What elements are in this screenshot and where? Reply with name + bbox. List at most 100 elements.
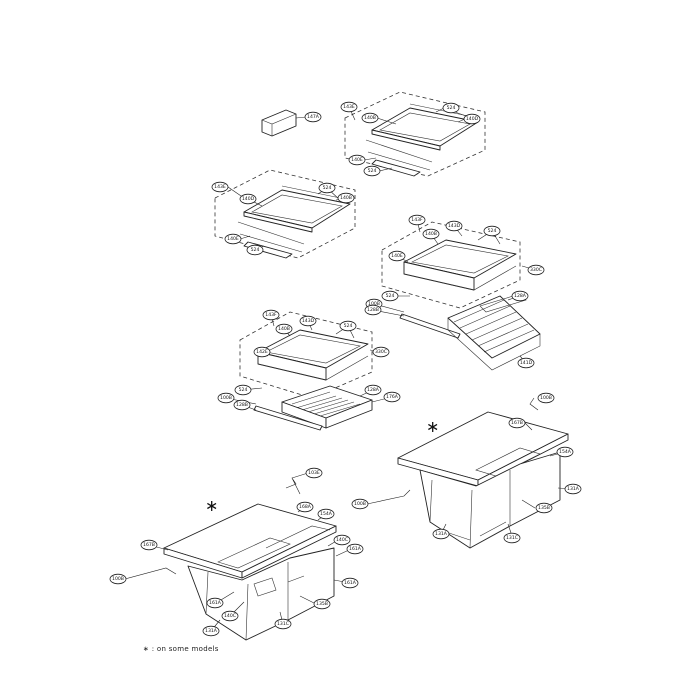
crisper-assembly-right: [397, 411, 569, 549]
part-callout: 524: [234, 384, 252, 396]
part-number-label: 154A: [559, 449, 572, 455]
part-number-label: 140B: [425, 231, 437, 237]
part-callout: 524: [442, 102, 460, 114]
part-callout: 103E: [305, 467, 323, 479]
part-number-label: 330C: [530, 267, 542, 273]
shelf-assembly-top: [344, 91, 486, 177]
part-callout: 140B: [275, 323, 293, 335]
part-callout: 143F: [262, 309, 280, 321]
part-number-label: 140D: [242, 196, 255, 202]
part-callout: 135B: [535, 502, 553, 514]
part-number-label: 161A: [344, 580, 357, 586]
part-number-label: 524: [488, 228, 497, 234]
part-number-label: 100B: [112, 576, 124, 582]
part-number-label: 135B: [316, 601, 328, 607]
part-number-label: 128A: [514, 293, 527, 299]
part-callout: 100B: [351, 498, 369, 510]
part-number-label: 524: [386, 293, 395, 299]
part-callout: 330C: [372, 346, 390, 358]
part-number-label: 128B: [236, 402, 248, 408]
part-number-label: 524: [447, 105, 456, 111]
part-callout: 524: [381, 290, 399, 302]
part-callout: 168A: [296, 501, 314, 513]
part-callout: 140D: [463, 113, 481, 125]
footnote: ∗ : on some models: [143, 645, 219, 653]
part-callout: 140E: [388, 250, 406, 262]
asterisk-left: ∗: [205, 496, 218, 515]
part-callout: 143D: [445, 220, 463, 232]
part-callout: 524: [318, 182, 336, 194]
part-callout: 142E: [253, 346, 271, 358]
part-number-label: 131A: [435, 531, 448, 537]
shelf-assembly-upper-left: [214, 169, 356, 259]
part-number-label: 128B: [367, 307, 379, 313]
part-number-label: 140C: [336, 537, 348, 543]
part-callout: 330C: [527, 264, 545, 276]
egg-bin-part: [261, 109, 297, 137]
part-number-label: 131C: [506, 535, 518, 541]
part-callout: 140B: [422, 228, 440, 240]
part-callout: 154A: [317, 508, 335, 520]
part-callout: 140E: [224, 233, 242, 245]
part-callout: 143E: [211, 181, 229, 193]
part-callout: 131A: [564, 483, 582, 495]
shelf-assembly-right-with-basket: [381, 221, 541, 371]
part-number-label: 161A: [349, 546, 362, 552]
part-number-label: 140B: [364, 115, 376, 121]
part-number-label: 100B: [220, 395, 232, 401]
part-callout: 140C: [333, 534, 351, 546]
part-number-label: 140C: [224, 613, 236, 619]
part-number-label: 131A: [205, 628, 218, 634]
part-number-label: 141D: [520, 360, 533, 366]
part-number-label: 330C: [375, 349, 387, 355]
part-number-label: 176A: [386, 394, 399, 400]
part-callout: 140C: [221, 610, 239, 622]
part-callout: 100B: [109, 573, 127, 585]
part-callout: 131C: [503, 532, 521, 544]
part-number-label: 140E: [351, 157, 363, 163]
part-number-label: 140B: [340, 195, 352, 201]
part-callout: 524: [363, 165, 381, 177]
part-number-label: 103E: [308, 470, 320, 476]
part-number-label: 154A: [320, 511, 333, 517]
part-callout: 140B: [361, 112, 379, 124]
part-callout: 524: [246, 244, 264, 256]
part-callout: 141D: [517, 357, 535, 369]
part-number-label: 143D: [448, 223, 461, 229]
part-number-label: 524: [344, 323, 353, 329]
part-callout: 128B: [364, 304, 382, 316]
part-number-label: 100B: [354, 501, 366, 507]
part-number-label: 140E: [227, 236, 239, 242]
part-callout: 154A: [556, 446, 574, 458]
part-number-label: 100B: [368, 301, 380, 307]
part-number-label: 143F: [265, 312, 277, 318]
crisper-assembly-left: [163, 503, 337, 641]
part-number-label: 131C: [277, 621, 289, 627]
part-callout: 161A: [346, 543, 364, 555]
shelf-assembly-left-with-drawer: [239, 311, 373, 431]
part-number-label: 131A: [567, 486, 580, 492]
part-callout: 143F: [408, 214, 426, 226]
part-number-label: 140D: [466, 116, 479, 122]
part-callout: 524: [339, 320, 357, 332]
part-number-label: 143E: [214, 184, 226, 190]
part-number-label: 167B: [143, 542, 155, 548]
part-callout: 128A: [364, 384, 382, 396]
part-number-label: 524: [251, 247, 260, 253]
part-callout: 128A: [511, 290, 529, 302]
part-callout: 143D: [299, 315, 317, 327]
part-callout: 524: [483, 225, 501, 237]
part-number-label: 140E: [391, 253, 403, 259]
part-number-label: 143F: [411, 217, 423, 223]
part-callout: 131A: [432, 528, 450, 540]
part-number-label: 167B: [511, 420, 523, 426]
part-callout: 167B: [140, 539, 158, 551]
part-number-label: 128A: [367, 387, 380, 393]
part-number-label: 168A: [299, 504, 312, 510]
part-callout: 131A: [202, 625, 220, 637]
part-callout: 161A: [341, 577, 359, 589]
part-number-label: 524: [239, 387, 248, 393]
part-callout: 128B: [233, 399, 251, 411]
part-number-label: 147A: [307, 114, 320, 120]
